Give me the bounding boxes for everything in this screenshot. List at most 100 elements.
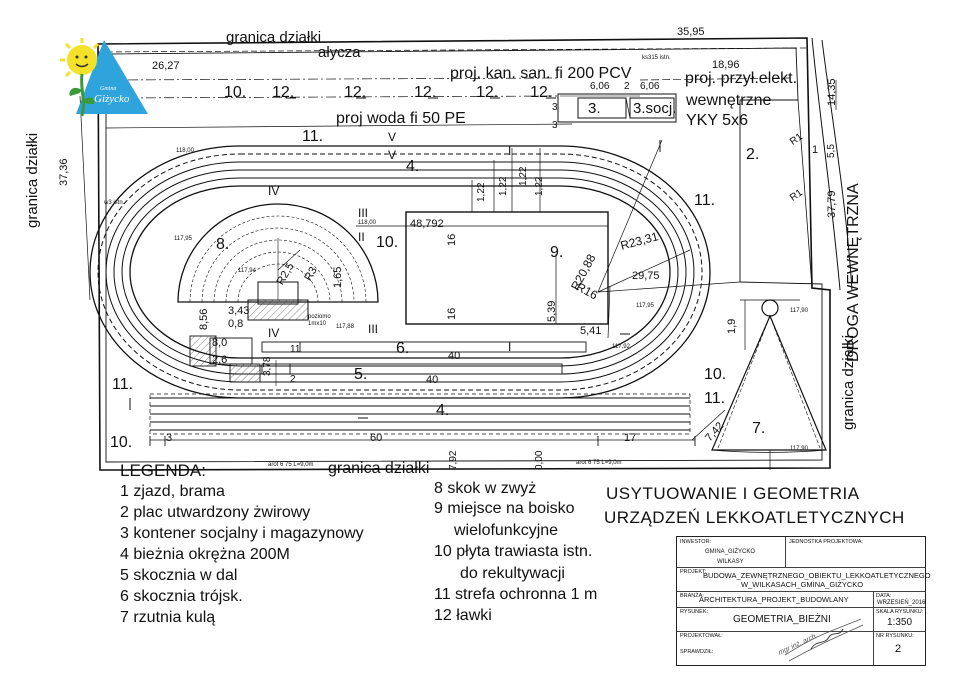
sprint-lanes	[149, 393, 696, 446]
dim-3779: 37,79	[826, 190, 838, 218]
dim-3a: 3	[552, 102, 558, 113]
area-11-right-low: 11.	[704, 390, 726, 407]
shot-put-sector	[711, 299, 827, 470]
elec-label-3: YKY 5x6	[686, 112, 748, 129]
drawing-heading-line2: URZĄDZEŃ LEKKOATLETYCZNYCH	[604, 508, 905, 527]
dim-2975: 29,75	[632, 270, 660, 282]
area-5: 5.	[354, 366, 368, 383]
tb-project-1: BUDOWA_ZEWNĘTRZNEGO_OBIEKTU_LEKKOATLETYC…	[703, 571, 931, 580]
dim-2627: 26,27	[152, 60, 180, 72]
legend-item-1: 1 zjazd, brama	[120, 483, 225, 500]
water-label: proj woda fi 50 PE	[336, 110, 466, 127]
area-11-left: 11.	[112, 376, 134, 393]
tb-branch: ARCHITEKTURA_PROJEKT_BUDOWLANY	[699, 595, 849, 604]
dim-55: 5,5	[826, 144, 837, 158]
tb-project-label: PROJEKT:	[680, 569, 707, 575]
elev-a: 118,00	[176, 148, 194, 154]
legend-item-9-cont: wielofunkcyjne	[454, 522, 559, 539]
dim-08: 0,8	[228, 318, 244, 330]
tb-place: WILKASY	[717, 559, 744, 565]
tb-number-label: NR RYSUNKU:	[876, 633, 914, 639]
area-3-socj: 3.socj.	[633, 100, 677, 117]
sewer-label: proj. kan. san. fi 200 PCV	[450, 65, 632, 82]
legend-item-2: 2 plac utwardzony żwirowy	[120, 504, 311, 521]
dim-856: 8,56	[198, 308, 210, 330]
dim-122c: 1,22	[518, 166, 529, 186]
area-4-bottom: 4.	[436, 402, 450, 419]
legend-item-10-cont: do rekultywacji	[460, 565, 565, 582]
legend-item-11: 11 strefa ochronna 1 m	[434, 586, 598, 603]
boundary-label-left: granica działki	[24, 132, 41, 228]
elev-c: 117,95	[174, 236, 192, 242]
roman-iv2: IV	[268, 326, 280, 340]
tb-drawing-label: RYSUNEK:	[680, 609, 709, 615]
area-12-d: 12.	[476, 84, 499, 101]
area-2: 2.	[746, 146, 760, 163]
dim-arot-a: arot 6 75 L=9,0m	[268, 462, 314, 468]
municipality-logo: Gmina Giżycko	[52, 34, 152, 118]
dim-606a: 6,06	[590, 81, 610, 92]
legend-item-5: 5 skocznia w dal	[120, 567, 238, 584]
road-label: DROGA WEWNĘTRZNA	[845, 183, 862, 362]
roman-iii2: III	[358, 206, 369, 220]
tb-date: WRZESIEŃ_2016	[877, 600, 926, 606]
legend-item-7: 7 rzutnia kulą	[120, 609, 216, 626]
legend-item-12: 12 ławki	[434, 607, 492, 624]
elev-e: 117,88	[336, 324, 354, 330]
dim-343: 3,43	[228, 305, 250, 317]
boundary-label-top: granica działki	[226, 29, 322, 46]
dim-1: 1	[812, 144, 819, 156]
dim-3736: 37,36	[58, 158, 70, 186]
tb-date-label: DATA:	[876, 593, 892, 599]
area-10-bottom: 10.	[110, 434, 133, 451]
elev-w3: w3 istn.	[104, 200, 125, 206]
dim-26: 2,6	[212, 354, 228, 366]
dim-122d: 1,22	[534, 176, 545, 196]
dim-2: 2	[624, 81, 630, 92]
roman-iii1: III	[368, 322, 379, 336]
tb-unit-label: JEDNOSTKA PROJEKTOWA:	[789, 539, 863, 545]
dim-1896: 18,96	[712, 59, 740, 71]
dim-60: 60	[370, 432, 383, 444]
logo-graphic	[60, 38, 148, 117]
area-6: 6.	[396, 340, 410, 357]
dim-122a: 1,22	[476, 182, 487, 202]
tb-investor: GMINA_GIŻYCKO	[705, 549, 756, 555]
roman-iv1: IV	[268, 184, 280, 198]
dim-539: 5,39	[546, 300, 558, 322]
tb-drawing: GEOMETRIA_BIEŻNI	[733, 614, 831, 625]
elev-f: 117,92	[612, 344, 630, 350]
elev-i: 117,94	[238, 268, 256, 274]
legend-item-4: 4 bieżnia okrężna 200M	[120, 546, 290, 563]
dim-541: 5,41	[580, 325, 602, 337]
dim-40b: 40	[426, 374, 439, 386]
area-12-b: 12.	[344, 84, 367, 101]
dim-3b: 3	[552, 120, 558, 131]
logo-line2: Giżycko	[94, 93, 130, 105]
plot-boundary	[97, 37, 831, 471]
area-10-mid: 10.	[376, 234, 399, 251]
dim-40a: 40	[448, 350, 461, 362]
area-9: 9.	[550, 244, 564, 261]
area-7: 7.	[752, 420, 766, 437]
alycza-label: ałycza	[318, 44, 361, 61]
elev-b: 118,00	[358, 220, 376, 226]
elev-h: 117,90	[790, 446, 808, 452]
tb-project-2: W_WILKASACH_GMINA_GIŻYCKO	[741, 580, 864, 589]
area-8: 8.	[216, 236, 230, 253]
legend-title: LEGENDA:	[120, 461, 206, 480]
boundary-label-bottom: granica działki	[328, 460, 430, 477]
area-10-top: 10.	[224, 84, 247, 101]
title-block: INWESTOR: JEDNOSTKA PROJEKTOWA: GMINA_GI…	[676, 536, 931, 666]
dim-19: 1,9	[726, 318, 738, 334]
dim-48792: 48,792	[410, 218, 444, 230]
legend-item-3: 3 kontener socjalny i magazynowy	[120, 525, 364, 542]
dim-16b: 16	[446, 307, 458, 320]
dim-122b: 1,22	[498, 176, 509, 196]
roman-ii: II	[358, 230, 365, 244]
dim-3c: 3	[166, 432, 173, 444]
tb-designer-label: PROJEKTOWAŁ:	[680, 633, 723, 639]
dim-11: 11	[290, 344, 301, 355]
area-4-top: 4.	[406, 158, 420, 175]
dim-2b: 2	[290, 374, 296, 385]
